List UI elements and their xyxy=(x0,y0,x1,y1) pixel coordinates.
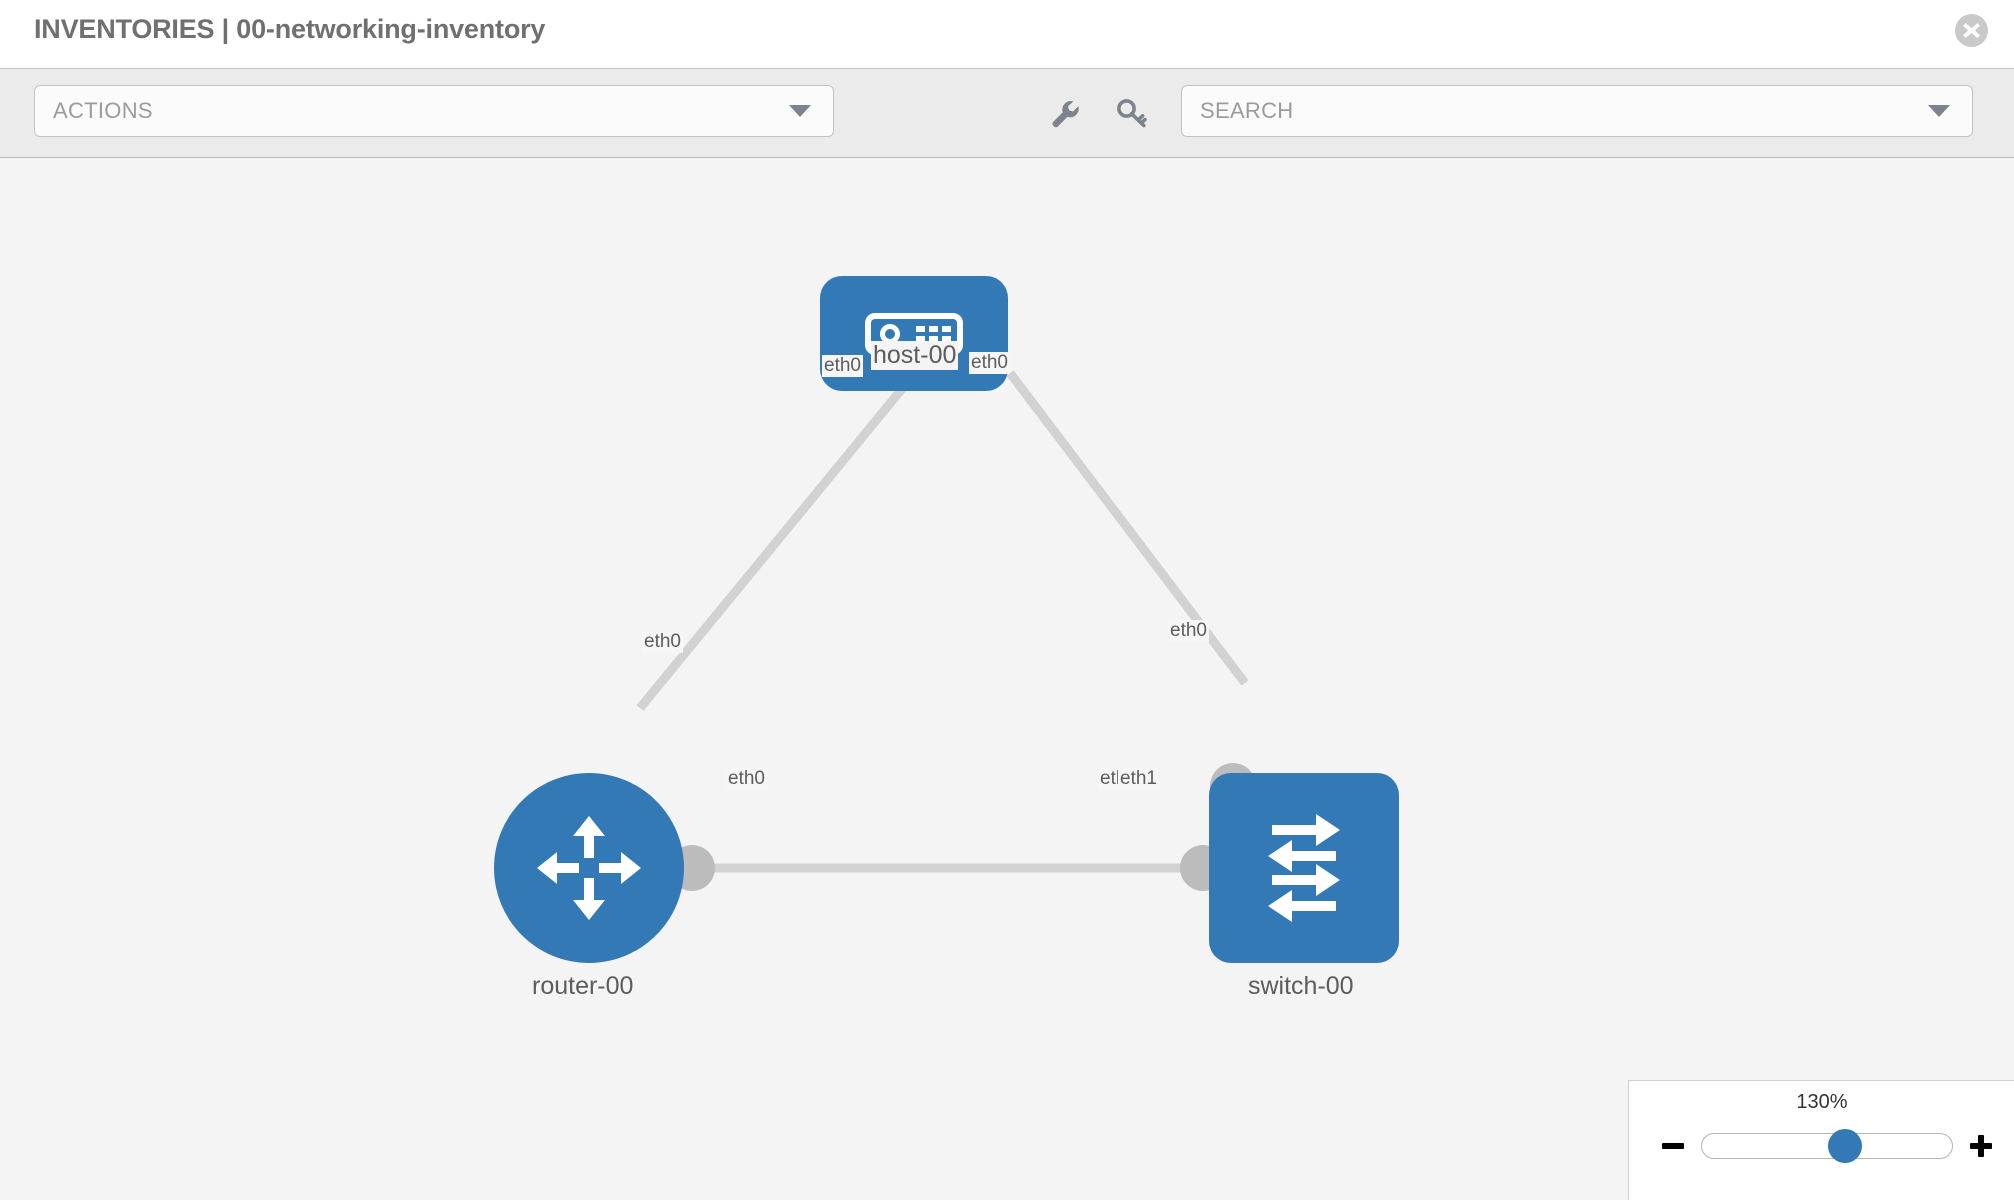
zoom-slider-handle[interactable] xyxy=(1827,1129,1862,1163)
search-placeholder: SEARCH xyxy=(1200,98,1294,123)
router-arrows-icon xyxy=(537,816,641,920)
zoom-control: 130% xyxy=(1628,1080,2014,1200)
window-header: INVENTORIES | 00-networking-inventory xyxy=(0,0,2014,68)
toolbar: ACTIONS SEARCH xyxy=(0,68,2014,158)
edge-label-router-up: eth0 xyxy=(642,631,683,653)
key-icon[interactable] xyxy=(1110,91,1154,135)
edge-label-router-right: eth0 xyxy=(726,768,767,790)
edge-label-host-right: eth0 xyxy=(969,352,1010,374)
close-icon[interactable] xyxy=(1955,14,1988,47)
topology-links xyxy=(636,370,1249,873)
topology-canvas[interactable]: host-00 router-00 switch-00 eth0 eth0 et… xyxy=(0,158,2014,1200)
chevron-down-icon xyxy=(1928,105,1950,117)
search-input[interactable]: SEARCH xyxy=(1181,85,1973,137)
topology-node-router-00[interactable] xyxy=(494,773,684,963)
edge-label-host-left: eth0 xyxy=(822,355,863,377)
topology-endpoints xyxy=(669,333,1256,891)
minus-icon[interactable] xyxy=(1653,1132,1693,1160)
zoom-slider[interactable] xyxy=(1701,1129,1953,1163)
topology-node-label-router-00: router-00 xyxy=(530,972,636,1001)
link-host-router xyxy=(636,370,919,711)
chevron-down-icon xyxy=(789,105,811,117)
wrench-icon[interactable] xyxy=(1042,91,1086,135)
topology-node-label-switch-00: switch-00 xyxy=(1246,972,1356,1001)
topology-node-label-host-00: host-00 xyxy=(871,341,959,370)
plus-icon[interactable] xyxy=(1961,1132,2001,1160)
link-host-switch xyxy=(1006,370,1249,686)
zoom-level-label: 130% xyxy=(1796,1091,1848,1113)
topology-node-switch-00[interactable] xyxy=(1209,773,1399,963)
actions-dropdown[interactable]: ACTIONS xyxy=(34,85,834,137)
switch-arrows-icon xyxy=(1268,814,1340,922)
actions-dropdown-label: ACTIONS xyxy=(53,98,153,123)
edge-label-switch-left-eth1: eth1 xyxy=(1118,768,1159,790)
edge-label-switch-up: eth0 xyxy=(1168,620,1209,642)
page-title: INVENTORIES | 00-networking-inventory xyxy=(34,14,546,44)
